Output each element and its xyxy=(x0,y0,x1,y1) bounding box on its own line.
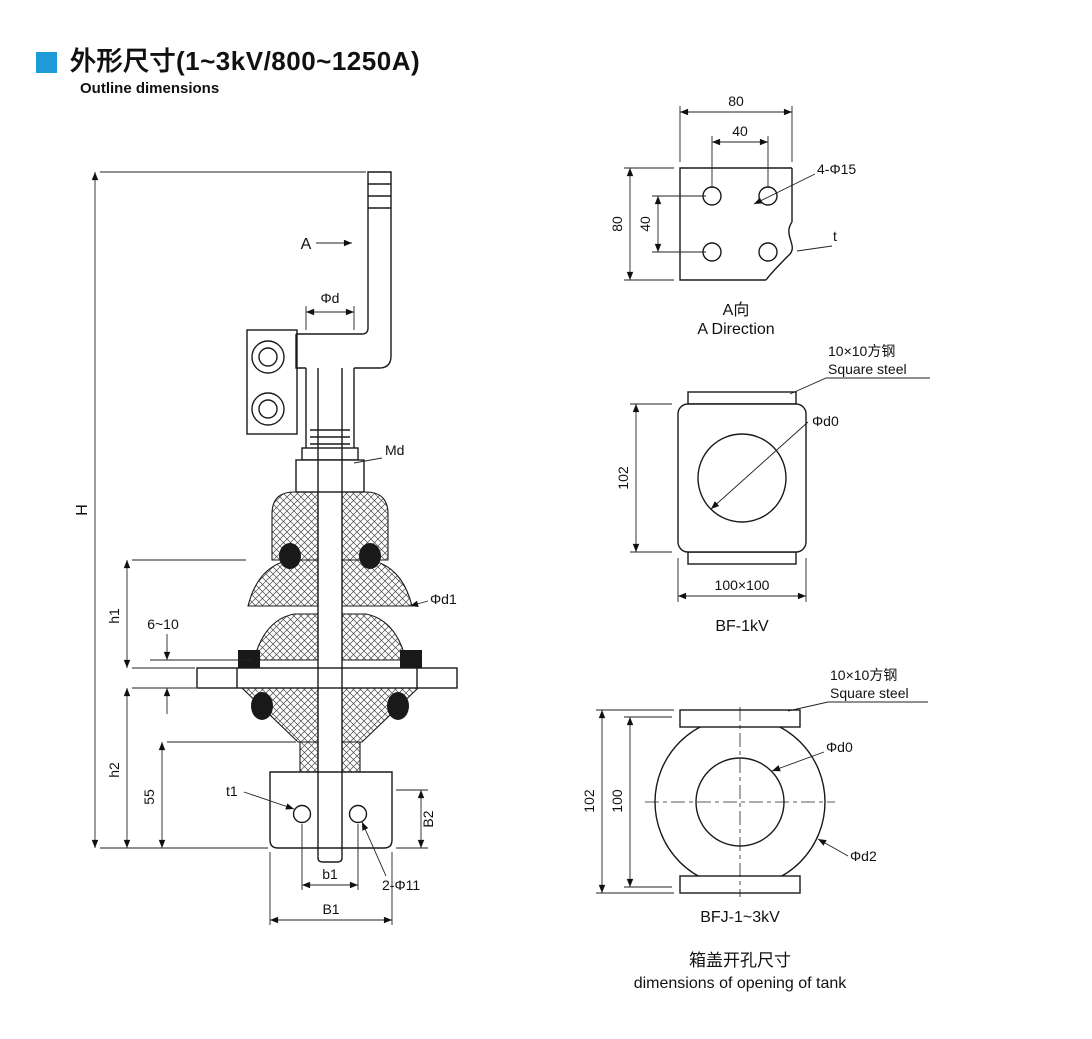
terminal-blade xyxy=(295,171,392,448)
dim-gap-label: 6~10 xyxy=(147,616,179,632)
dim-102-bf-label: 102 xyxy=(615,466,631,490)
steel-note-cn-bfj: 10×10方钢 xyxy=(830,667,897,683)
label-t1: t1 xyxy=(226,783,238,799)
view-A-label: A xyxy=(301,236,312,253)
dim-100-bfj-label: 100 xyxy=(609,789,625,813)
bfj-centerlines xyxy=(645,707,835,897)
square-steel-bar-bottom xyxy=(687,551,797,565)
flange-square xyxy=(679,167,793,281)
steel-note-en-bf: Square steel xyxy=(828,361,907,377)
dim-B1-label: B1 xyxy=(322,901,339,917)
steel-note-cn-bf: 10×10方钢 xyxy=(828,343,895,359)
dim-80-top-label: 80 xyxy=(728,93,744,109)
dim-102-bfj-label: 102 xyxy=(581,789,597,813)
label-4-phi15: 4-Φ15 xyxy=(817,161,856,177)
main-view-dimensions: H h1 6~10 h2 55 xyxy=(74,171,457,925)
bfj-view-dimensions: Φd0 Φd2 102 100 10×10方钢 Square steel xyxy=(581,667,928,894)
dim-80-left-label: 80 xyxy=(609,216,625,232)
page-subtitle: Outline dimensions xyxy=(80,80,220,97)
a-direction-view: 80 40 80 40 4-Φ15 t A向 A Direction xyxy=(609,93,856,338)
clamping-nut xyxy=(295,447,365,493)
bottom-terminal-block xyxy=(269,771,393,863)
bf-view-dimensions: Φd0 102 100×100 10×10方钢 Square steel xyxy=(615,343,930,602)
a-view-caption-cn: A向 xyxy=(723,301,750,319)
dim-B2-label: B2 xyxy=(420,810,436,827)
dim-b1-label: b1 xyxy=(322,866,338,882)
dim-55-label: 55 xyxy=(141,789,157,805)
dim-phid-label: Φd xyxy=(321,290,340,306)
bf-hole-circle xyxy=(697,433,787,523)
dim-h1-label: h1 xyxy=(106,608,122,624)
dim-phid1-label: Φd1 xyxy=(430,591,457,607)
title-block: 外形尺寸(1~3kV/800~1250A) Outline dimensions xyxy=(36,46,420,97)
bf-caption: BF-1kV xyxy=(715,618,769,635)
dim-40-left-label: 40 xyxy=(637,216,653,232)
label-phid0-bf: Φd0 xyxy=(812,413,839,429)
label-Md: Md xyxy=(385,442,404,458)
dim-H-label: H xyxy=(74,504,91,516)
bfj-view: Φd0 Φd2 102 100 10×10方钢 Square steel BFJ… xyxy=(581,667,928,992)
bf-1kv-view: Φd0 102 100×100 10×10方钢 Square steel BF-… xyxy=(615,343,930,635)
a-view-dimensions: 80 40 80 40 4-Φ15 t xyxy=(609,93,856,281)
dim-100x100-label: 100×100 xyxy=(715,577,770,593)
page-title: 外形尺寸(1~3kV/800~1250A) xyxy=(70,46,421,76)
label-t: t xyxy=(833,228,837,244)
dim-40-top-label: 40 xyxy=(732,123,748,139)
section-bullet-icon xyxy=(36,52,57,73)
label-phid2-bfj: Φd2 xyxy=(850,848,877,864)
insulator-body xyxy=(238,491,422,668)
bfj-caption: BFJ-1~3kV xyxy=(700,909,780,926)
steel-note-en-bfj: Square steel xyxy=(830,685,909,701)
main-outline-view: H h1 6~10 h2 55 xyxy=(74,171,458,925)
square-steel-bar-top xyxy=(687,391,797,405)
mounting-flange xyxy=(196,667,458,689)
bolt-terminal-block xyxy=(246,329,298,435)
label-2-phi11: 2-Φ11 xyxy=(382,877,420,893)
dim-h2-label: h2 xyxy=(106,762,122,778)
tank-note-en: dimensions of opening of tank xyxy=(634,975,848,992)
center-conductor-rod xyxy=(317,368,343,848)
a-view-caption-en: A Direction xyxy=(697,321,774,338)
lower-insulator-cone xyxy=(240,687,420,773)
label-phid0-bfj: Φd0 xyxy=(826,739,853,755)
tank-note-cn: 箱盖开孔尺寸 xyxy=(689,951,791,970)
